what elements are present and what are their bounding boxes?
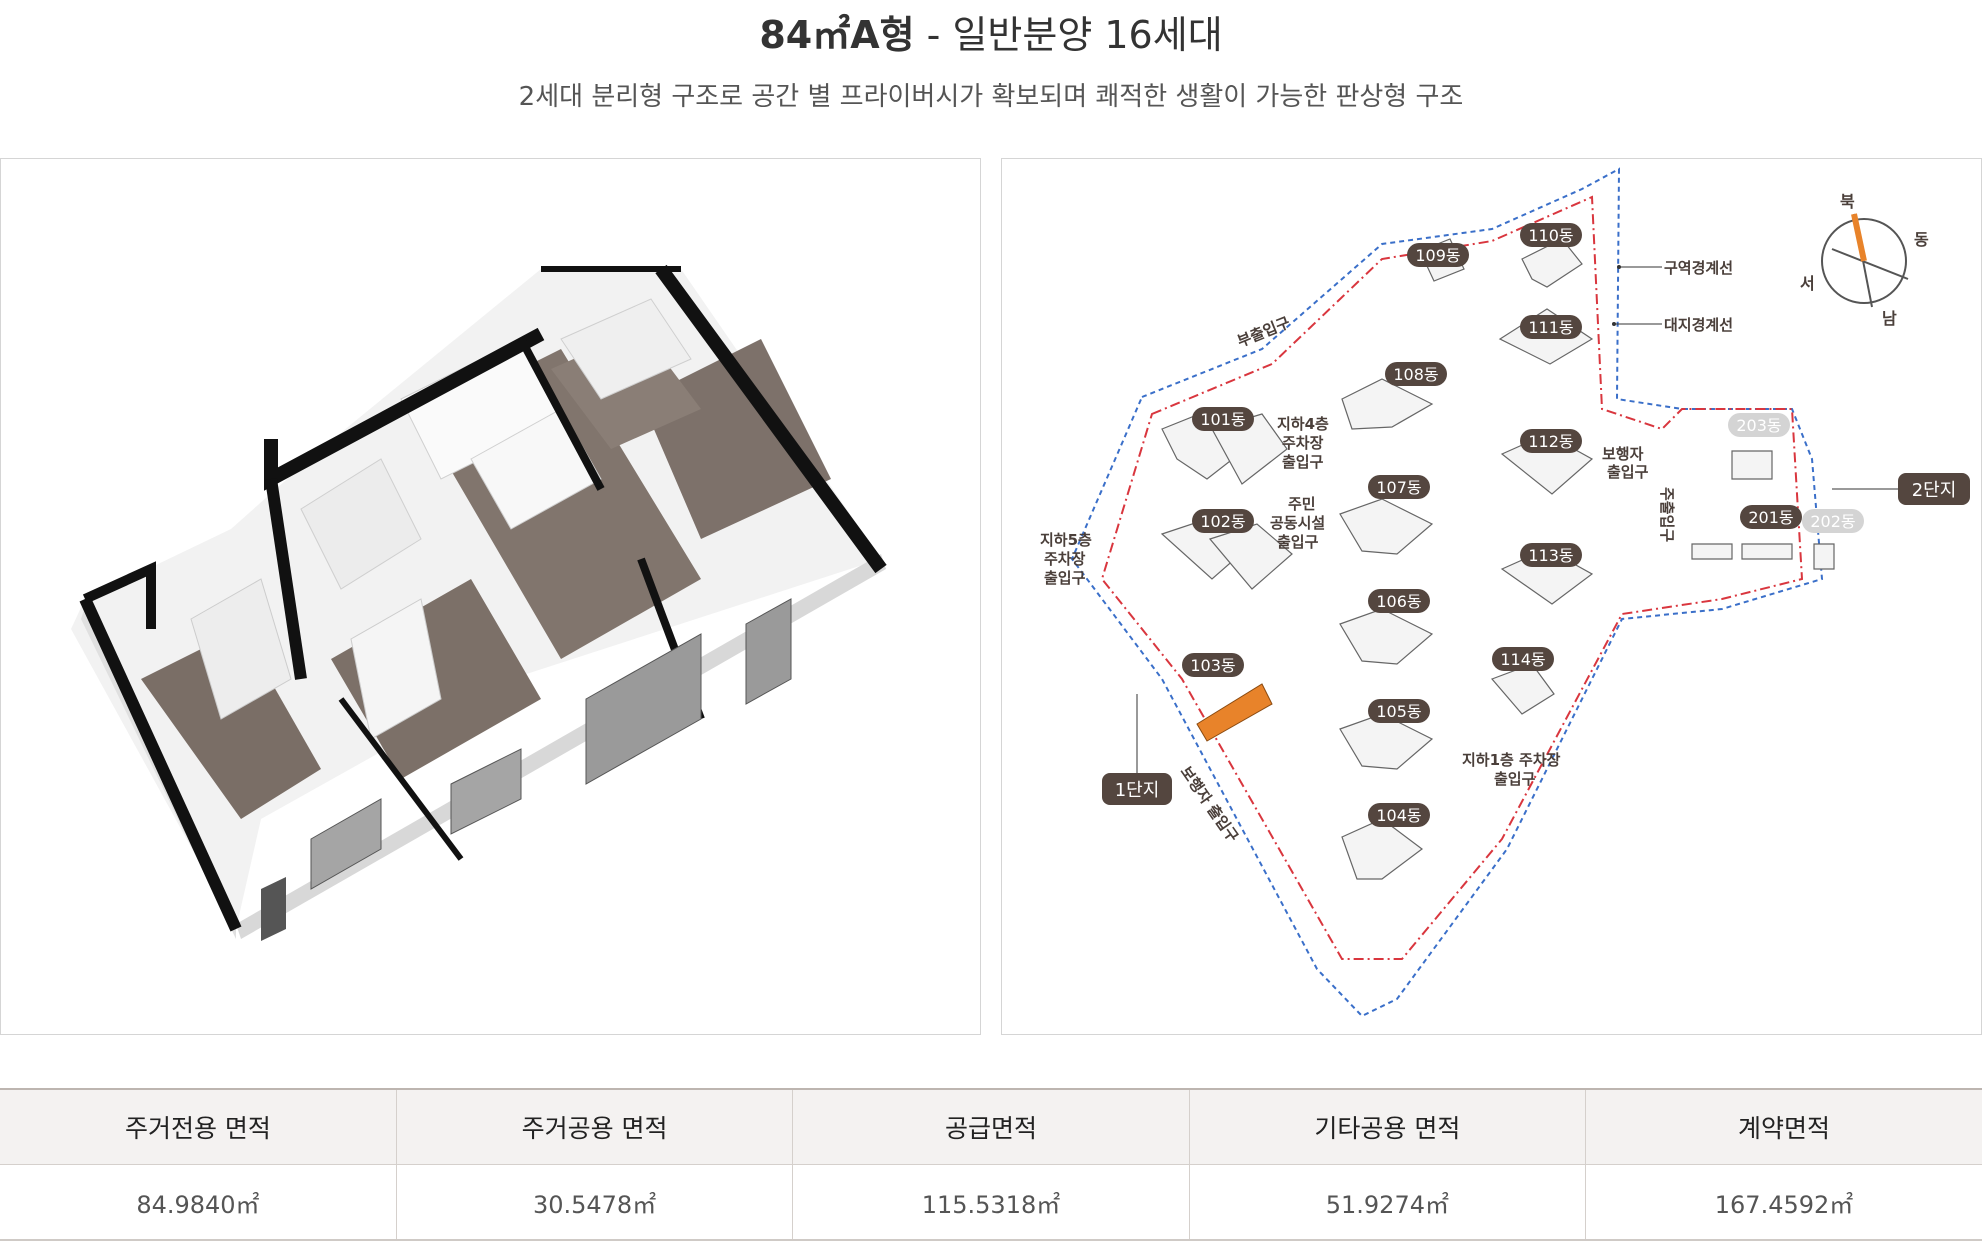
svg-text:109동: 109동 (1415, 246, 1460, 265)
label-ped-entrance-2a: 보행자 (1602, 445, 1644, 463)
label-b1-parking-2: 출입구 (1494, 770, 1536, 788)
label-b1-parking-1: 지하1층 주차장 (1462, 751, 1561, 769)
pill-201[interactable]: 201동 (1740, 505, 1802, 529)
pill-202[interactable]: 202동 (1802, 509, 1864, 533)
svg-text:101동: 101동 (1200, 410, 1245, 429)
pill-114[interactable]: 114동 (1492, 647, 1554, 671)
page-title: 84㎡A형 - 일반분양 16세대 (0, 4, 1982, 59)
compass-icon: 북 동 남 서 (1800, 192, 1929, 328)
pill-108[interactable]: 108동 (1385, 362, 1447, 386)
pill-107[interactable]: 107동 (1368, 475, 1430, 499)
complex-2-label[interactable]: 2단지 (1898, 473, 1970, 505)
value-contract-area: 167.4592㎡ (1585, 1164, 1982, 1241)
svg-text:114동: 114동 (1500, 650, 1545, 669)
label-b5-parking-1: 지하5층 (1040, 531, 1092, 549)
site-plan-panel: 북 동 남 서 구역경계선 대지경계선 (1001, 158, 1982, 1035)
svg-text:113동: 113동 (1528, 546, 1573, 565)
header-other-common-area: 기타공용 면적 (1188, 1088, 1586, 1165)
label-b4-parking-2: 주차장 (1282, 434, 1324, 452)
compass-north: 북 (1840, 192, 1855, 211)
value-exclusive-area: 84.9840㎡ (0, 1164, 397, 1241)
building-103-highlight (1196, 683, 1273, 742)
header-supply-area: 공급면적 (792, 1088, 1190, 1165)
pill-105[interactable]: 105동 (1368, 699, 1430, 723)
label-district-boundary: 구역경계선 (1664, 259, 1733, 277)
svg-text:201동: 201동 (1748, 508, 1793, 527)
pill-104[interactable]: 104동 (1368, 803, 1430, 827)
site-boundary-line (1070, 167, 1824, 1018)
floor-plan-illustration (71, 264, 887, 941)
svg-text:104동: 104동 (1376, 806, 1421, 825)
title-unit-type: 84㎡A형 (759, 13, 915, 57)
svg-text:1단지: 1단지 (1115, 780, 1160, 801)
label-site-boundary: 대지경계선 (1664, 316, 1733, 334)
compass-west: 서 (1800, 274, 1815, 293)
label-community-2: 공동시설 (1270, 514, 1325, 532)
label-community-3: 출입구 (1277, 533, 1319, 551)
svg-text:110동: 110동 (1528, 226, 1573, 245)
building-labels: 109동 110동 111동 108동 101동 112동 107동 102동 … (1182, 223, 1864, 827)
label-b5-parking-2: 주차장 (1044, 550, 1086, 568)
compass-south: 남 (1882, 309, 1897, 328)
header-common-area: 주거공용 면적 (395, 1088, 793, 1165)
label-ped-entrance-1: 보행자 출입구 (1177, 763, 1242, 846)
label-sub-entrance: 부출입구 (1235, 313, 1293, 350)
label-b4-parking-3: 출입구 (1282, 453, 1324, 471)
header-exclusive-area: 주거전용 면적 (0, 1088, 397, 1165)
value-other-common-area: 51.9274㎡ (1188, 1164, 1586, 1241)
pill-111[interactable]: 111동 (1520, 315, 1582, 339)
label-b4-parking-1: 지하4층 (1277, 415, 1329, 433)
svg-text:112동: 112동 (1528, 432, 1573, 451)
label-community-1: 주민 (1288, 495, 1316, 513)
svg-text:107동: 107동 (1376, 478, 1421, 497)
page-subtitle: 2세대 분리형 구조로 공간 별 프라이버시가 확보되며 쾌적한 생활이 가능한… (518, 82, 1464, 112)
pill-106[interactable]: 106동 (1368, 589, 1430, 613)
svg-text:2단지: 2단지 (1912, 480, 1957, 501)
title-supply: - 일반분양 16세대 (914, 13, 1223, 57)
pill-109[interactable]: 109동 (1407, 243, 1469, 267)
svg-text:202동: 202동 (1810, 512, 1855, 531)
table-row: 84.9840㎡ 30.5478㎡ 115.5318㎡ 51.9274㎡ 167… (0, 1164, 1982, 1241)
svg-text:105동: 105동 (1376, 702, 1421, 721)
pill-203[interactable]: 203동 (1728, 413, 1790, 437)
header-contract-area: 계약면적 (1585, 1088, 1982, 1165)
area-table: 주거전용 면적 주거공용 면적 공급면적 기타공용 면적 계약면적 84.984… (0, 1088, 1982, 1241)
complex-1-label[interactable]: 1단지 (1102, 773, 1172, 805)
compass-east: 동 (1914, 230, 1929, 249)
pill-102[interactable]: 102동 (1192, 509, 1254, 533)
svg-text:108동: 108동 (1393, 365, 1438, 384)
svg-text:102동: 102동 (1200, 512, 1245, 531)
pill-112[interactable]: 112동 (1520, 429, 1582, 453)
floor-plan-panel (0, 158, 981, 1035)
site-plan-map: 북 동 남 서 구역경계선 대지경계선 (1040, 167, 1970, 1018)
area-table-header-row: 주거전용 면적 주거공용 면적 공급면적 기타공용 면적 계약면적 (0, 1088, 1982, 1165)
svg-text:106동: 106동 (1376, 592, 1421, 611)
svg-text:203동: 203동 (1736, 416, 1781, 435)
pill-101[interactable]: 101동 (1192, 407, 1254, 431)
pill-103[interactable]: 103동 (1182, 653, 1244, 677)
svg-text:103동: 103동 (1190, 656, 1235, 675)
pill-113[interactable]: 113동 (1520, 543, 1582, 567)
label-b5-parking-3: 출입구 (1044, 569, 1086, 587)
label-ped-entrance-2b: 출입구 (1607, 463, 1649, 481)
value-supply-area: 115.5318㎡ (792, 1164, 1190, 1241)
district-boundary-line (1100, 195, 1804, 960)
svg-text:111동: 111동 (1528, 318, 1573, 337)
pill-110[interactable]: 110동 (1520, 223, 1582, 247)
label-main-entrance: 주출입구 (1658, 487, 1676, 542)
value-common-area: 30.5478㎡ (395, 1164, 793, 1241)
